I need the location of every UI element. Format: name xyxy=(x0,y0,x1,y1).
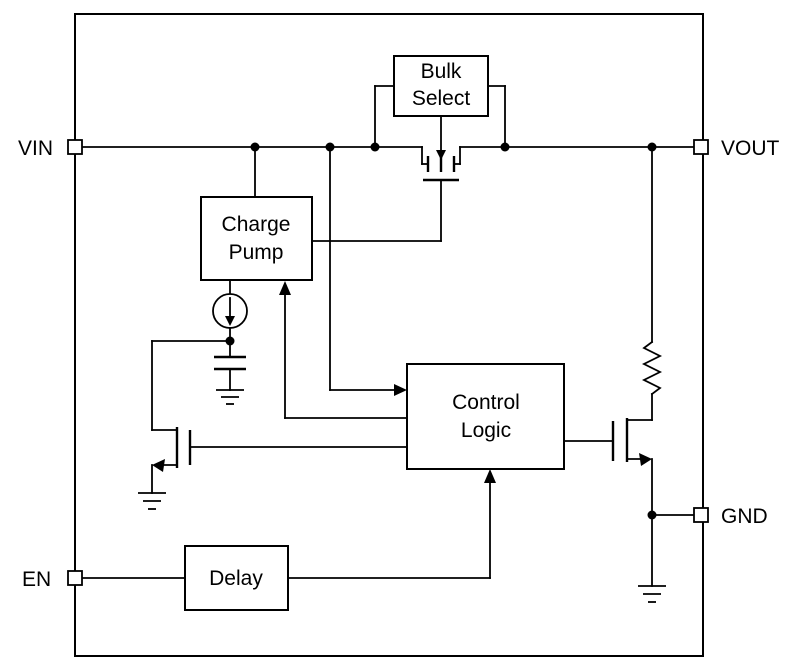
delay-label: Delay xyxy=(209,567,263,590)
pin-en: EN xyxy=(22,568,83,591)
discharge-transistor xyxy=(563,393,695,603)
pass-transistor xyxy=(421,115,461,242)
bulk-select-block: Bulk Select xyxy=(393,55,489,117)
control-logic-block: Control Logic xyxy=(406,363,565,470)
control-logic-label-line1: Control xyxy=(452,391,520,414)
pin-vout-label: VOUT xyxy=(721,137,780,160)
delay-block: Delay xyxy=(184,545,289,611)
pin-gnd: GND xyxy=(693,505,768,528)
package-outline xyxy=(74,13,704,657)
clamp-transistor xyxy=(138,340,408,510)
pin-en-label: EN xyxy=(22,568,51,591)
resistor xyxy=(641,340,663,396)
charge-pump-label-line2: Pump xyxy=(229,241,284,264)
control-logic-wires xyxy=(279,281,496,579)
pin-gnd-label: GND xyxy=(721,505,768,528)
charge-pump-wires xyxy=(151,240,442,405)
control-logic-label-line2: Logic xyxy=(461,419,511,442)
vout-rail-wires xyxy=(459,85,695,343)
bulk-select-label-line2: Select xyxy=(412,87,471,110)
pin-vin: VIN xyxy=(18,137,83,160)
bulk-select-label-line1: Bulk xyxy=(421,60,462,83)
pin-vout: VOUT xyxy=(693,137,780,160)
charge-pump-block: Charge Pump xyxy=(200,196,313,281)
pin-vin-label: VIN xyxy=(18,137,53,160)
junction-dots xyxy=(225,142,657,520)
charge-pump-label-line1: Charge xyxy=(222,213,291,236)
